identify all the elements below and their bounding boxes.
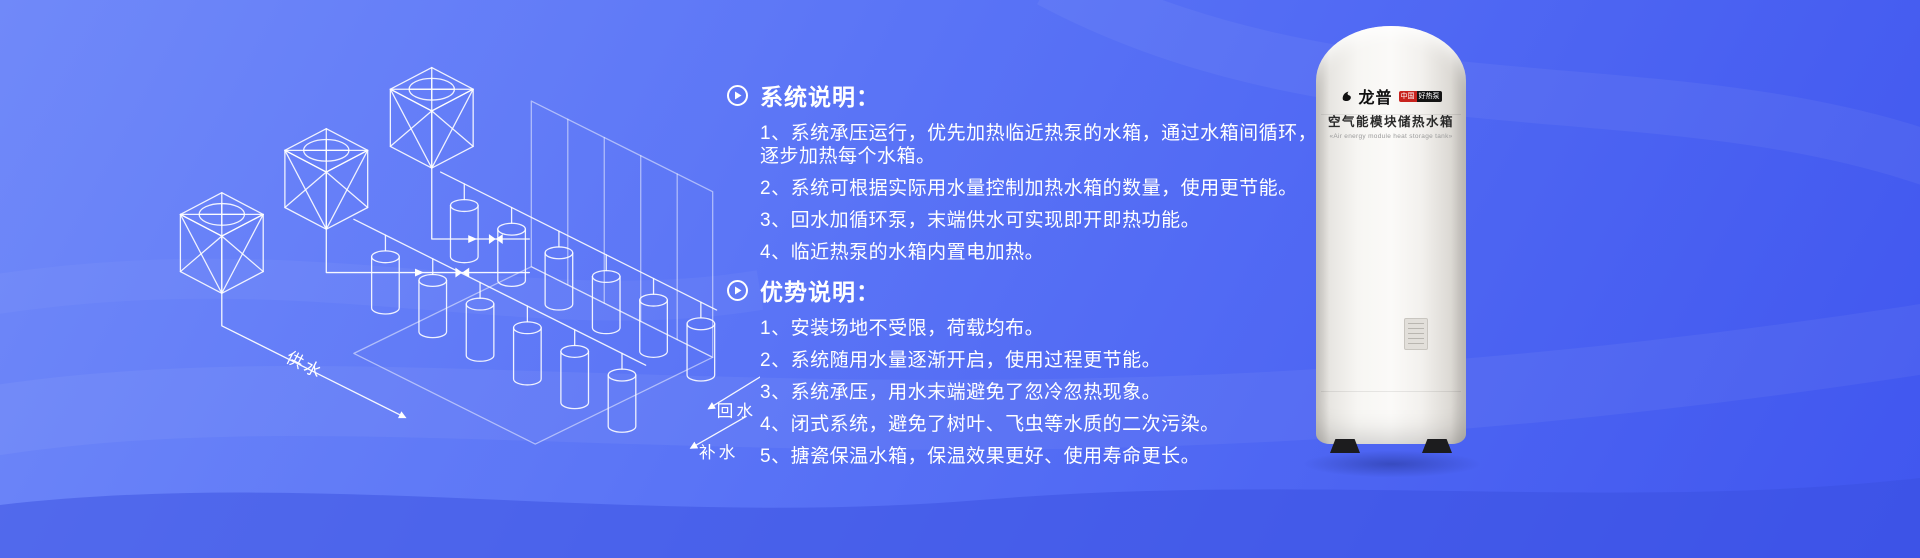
system-list: 1、系统承压运行，优先加热临近热泵的水箱，通过水箱间循环，逐步加热每个水箱。 2… bbox=[726, 122, 1326, 264]
header-pipes bbox=[353, 171, 718, 366]
tank-seam bbox=[1321, 114, 1461, 115]
list-item: 5、搪瓷保温水箱，保温效果更好、使用寿命更长。 bbox=[760, 446, 1201, 467]
play-circle-icon bbox=[727, 279, 748, 301]
tank-foot-right bbox=[1422, 439, 1452, 453]
badge-cn-text: 中国 bbox=[1398, 90, 1417, 102]
valve-icon bbox=[488, 233, 504, 245]
system-section: 系统说明： 1、系统承压运行，优先加热临近热泵的水箱，通过水箱间循环，逐步加热每… bbox=[726, 78, 1326, 264]
heat-pump-unit bbox=[179, 192, 264, 294]
flow-arrow-icon bbox=[467, 234, 478, 244]
product-tank: 龙普 中国 好热泵 空气能模块储热水箱 «Air energy module h… bbox=[1300, 26, 1484, 478]
water-tank bbox=[465, 281, 495, 362]
product-name: 空气能模块储热水箱 bbox=[1327, 115, 1454, 129]
tank-seam bbox=[1321, 391, 1461, 392]
tank-label: 龙普 中国 好热泵 空气能模块储热水箱 «Air energy module h… bbox=[1316, 84, 1466, 140]
advantage-section: 优势说明： 1、安装场地不受限，荷载均布。 2、系统随用水量逐渐开启，使用过程更… bbox=[726, 273, 1326, 468]
tank-shadow bbox=[1300, 450, 1484, 478]
tank-body: 龙普 中国 好热泵 空气能模块储热水箱 «Air energy module h… bbox=[1316, 26, 1466, 453]
brand-name: 龙普 bbox=[1358, 90, 1393, 107]
supply-pipe bbox=[221, 292, 407, 419]
water-tank bbox=[560, 329, 590, 410]
product-name-en: «Air energy module heat storage tank» bbox=[1329, 133, 1453, 140]
return-label: 回水 bbox=[717, 401, 756, 420]
list-item: 2、系统随用水量逐渐开启，使用过程更节能。 bbox=[760, 350, 1162, 371]
schematic-svg: 供水 回水 补水 bbox=[179, 66, 760, 462]
water-tank bbox=[607, 352, 637, 433]
brand-row: 龙普 中国 好热泵 bbox=[1316, 84, 1466, 108]
connection-pipes bbox=[325, 167, 530, 279]
water-tank bbox=[591, 254, 621, 335]
advantage-list: 1、安装场地不受限，荷载均布。 2、系统随用水量逐渐开启，使用过程更节能。 3、… bbox=[726, 317, 1326, 468]
play-circle-icon bbox=[727, 84, 748, 106]
return-pipe bbox=[707, 376, 760, 410]
description-content: 系统说明： 1、系统承压运行，优先加热临近热泵的水箱，通过水箱间循环，逐步加热每… bbox=[726, 78, 1326, 477]
flow-arrow-icon bbox=[414, 267, 425, 278]
list-item: 1、安装场地不受限，荷载均布。 bbox=[760, 318, 1045, 339]
supply-label: 供水 bbox=[283, 348, 327, 383]
water-tank bbox=[449, 183, 479, 264]
makeup-label: 补水 bbox=[699, 443, 738, 462]
section-header: 优势说明： bbox=[726, 273, 1326, 307]
heat-pump-unit bbox=[389, 66, 474, 169]
system-schematic: 供水 回水 补水 bbox=[70, 24, 760, 529]
water-tank bbox=[497, 206, 527, 287]
section-header: 系统说明： bbox=[726, 78, 1326, 112]
frame-wall bbox=[530, 100, 714, 358]
dragon-logo-icon bbox=[1343, 91, 1352, 102]
makeup-pipe bbox=[689, 415, 747, 449]
badge-rest-text: 好热泵 bbox=[1416, 90, 1442, 102]
section-title: 优势说明： bbox=[760, 279, 880, 305]
water-tank bbox=[686, 301, 716, 382]
water-tank bbox=[544, 230, 574, 311]
list-item: 3、系统承压，用水末端避免了忽冷忽热现象。 bbox=[760, 382, 1162, 403]
water-tank bbox=[639, 277, 668, 358]
water-tank bbox=[418, 258, 448, 339]
frame-floor bbox=[353, 266, 714, 445]
water-tank bbox=[370, 234, 400, 315]
list-item: 2、系统可根据实际用水量控制加热水箱的数量，使用更节能。 bbox=[760, 178, 1298, 199]
list-item: 4、闭式系统，避免了树叶、飞虫等水质的二次污染。 bbox=[760, 414, 1220, 435]
section-title: 系统说明： bbox=[760, 84, 880, 110]
china-good-heatpump-badge: 中国 好热泵 bbox=[1398, 90, 1442, 102]
list-item: 4、临近热泵的水箱内置电加热。 bbox=[760, 242, 1045, 263]
heat-pump-unit bbox=[284, 128, 369, 230]
energy-label-sticker bbox=[1404, 318, 1428, 350]
list-item: 3、回水加循环泵，末端供水可实现即开即热功能。 bbox=[760, 210, 1201, 231]
water-tank bbox=[512, 305, 542, 386]
list-item: 1、系统承压运行，优先加热临近热泵的水箱，通过水箱间循环，逐步加热每个水箱。 bbox=[760, 123, 1318, 167]
tank-foot-left bbox=[1330, 439, 1360, 453]
